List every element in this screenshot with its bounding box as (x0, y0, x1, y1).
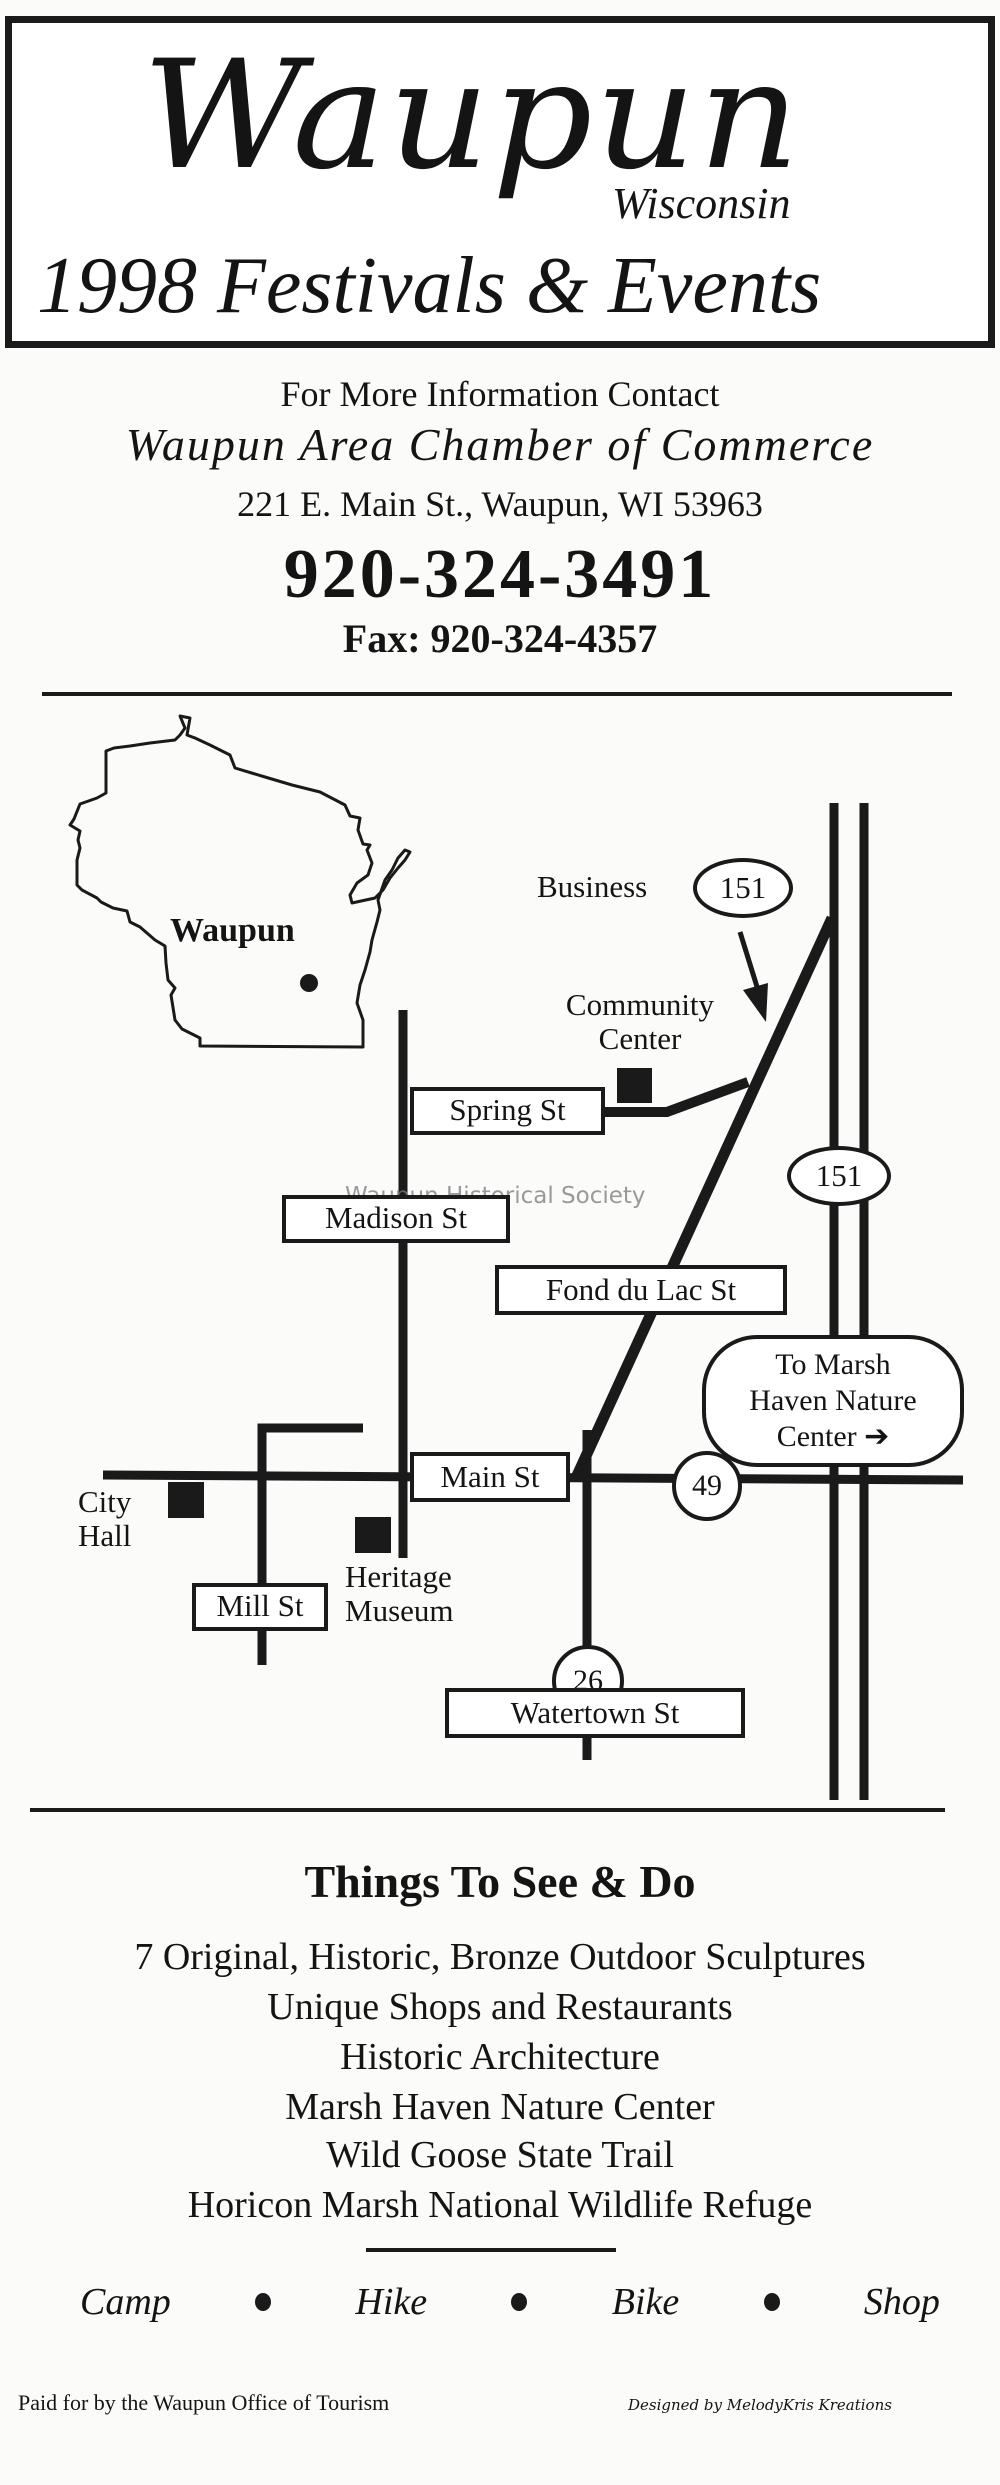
things-heading: Things To See & Do (304, 1856, 696, 1907)
address: 221 E. Main St., Waupun, WI 53963 (237, 484, 763, 524)
madison-st-label: Madison St (282, 1195, 510, 1243)
chamber-name: Waupun Area Chamber of Commerce (125, 419, 875, 470)
bullet-icon (511, 2293, 528, 2311)
town-map: Waupun Historical Society Waupun Busines… (0, 700, 1000, 1800)
waupun-location-dot (300, 974, 318, 992)
heritage-museum-building-icon (355, 1517, 391, 1553)
fond-du-lac-st-label: Fond du Lac St (495, 1265, 787, 1315)
route-49-shield: 49 (672, 1451, 742, 1521)
thing-item: 7 Original, Historic, Bronze Outdoor Scu… (134, 1936, 866, 1978)
phone-number: 920-324-3491 (283, 536, 717, 613)
business-label: Business (537, 869, 648, 904)
wisconsin-outline-icon (68, 714, 412, 1049)
arrow-right-icon: ➔ (864, 1420, 890, 1453)
title-waupun: Waupun (142, 29, 802, 203)
spring-st-road (605, 1077, 750, 1117)
activity-shop: Shop (863, 2281, 940, 2323)
footer-design-credit: Designed by MelodyKris Kreations (628, 2396, 892, 2414)
activities-row: Camp Hike Bike Shop (80, 2280, 940, 2324)
thing-item: Marsh Haven Nature Center (285, 2086, 715, 2128)
map-drawing (68, 714, 964, 1800)
heritage-museum-label: Heritage Museum (345, 1559, 454, 1629)
thing-item: Horicon Marsh National Wildlife Refuge (187, 2184, 813, 2226)
city-hall-label: City Hall (78, 1484, 132, 1554)
title-banner: Waupun Wisconsin 1998 Festivals & Events (5, 16, 995, 348)
activity-camp: Camp (80, 2281, 171, 2323)
thing-item: Wild Goose State Trail (326, 2134, 674, 2176)
activity-bike: Bike (611, 2281, 680, 2323)
title-wisconsin: Wisconsin (612, 179, 791, 228)
spring-st-label: Spring St (410, 1087, 605, 1135)
mill-st-label: Mill St (192, 1583, 328, 1631)
contact-label: For More Information Contact (280, 374, 720, 414)
route-business-151-shield: 151 (693, 858, 793, 918)
title-festivals-events: 1998 Festivals & Events (37, 242, 822, 330)
thing-item: Historic Architecture (340, 2036, 660, 2078)
business-151-arrow-head (743, 983, 768, 1022)
business-151-road (569, 915, 838, 1483)
main-st-label: Main St (410, 1452, 570, 1502)
footer-paid-for: Paid for by the Waupun Office of Tourism (18, 2390, 390, 2415)
community-center-building-icon (617, 1068, 652, 1103)
activity-hike: Hike (355, 2281, 428, 2323)
bullet-icon (763, 2293, 780, 2311)
thing-item: Unique Shops and Restaurants (267, 1986, 733, 2028)
state-map-waupun-label: Waupun (170, 912, 295, 949)
watertown-st-label: Watertown St (445, 1688, 745, 1738)
divider-short (366, 2248, 616, 2252)
divider-top (42, 692, 952, 696)
business-151-arrow-shaft (737, 931, 761, 991)
community-center-label: Community Center (565, 987, 715, 1057)
divider-middle (30, 1808, 945, 1812)
marsh-haven-sign: To Marsh Haven Nature Center ➔ (702, 1335, 964, 1467)
fax-number: Fax: 920-324-4357 (342, 616, 658, 661)
city-hall-building-icon (168, 1482, 204, 1518)
route-151-shield: 151 (787, 1146, 891, 1206)
bullet-icon (255, 2293, 272, 2311)
